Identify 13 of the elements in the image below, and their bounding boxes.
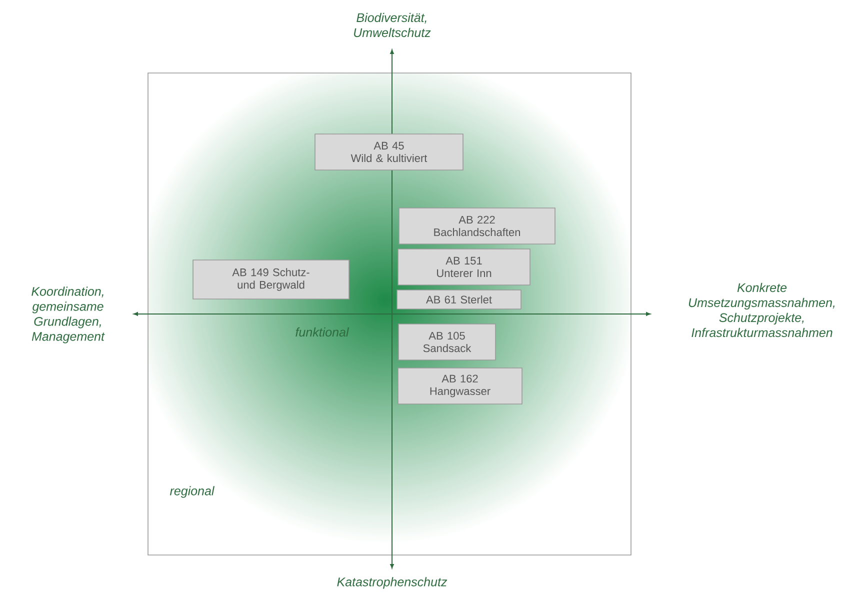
project-box: AB 222 Bachlandschaften xyxy=(398,208,556,244)
project-box: AB 45 Wild & kultiviert xyxy=(314,134,464,170)
project-box: AB 61 Sterlet xyxy=(396,290,522,310)
axis-label: Biodiversität, Umweltschutz xyxy=(354,12,431,38)
project-box: AB 162 Hangwasser xyxy=(398,368,522,404)
project-box: AB 105 Sandsack xyxy=(398,324,496,360)
axis-label: Koordination, gemeinsame Grundlagen, Management xyxy=(32,286,105,344)
axis-label: Katastrophenschutz xyxy=(337,577,448,589)
axis-label: funktional xyxy=(296,327,350,337)
axis-label: Konkrete Umsetzungsmassnahmen, Schutzprojekte, Infrastrukturmassnahmen xyxy=(688,282,835,338)
axis-label: regional xyxy=(170,486,215,498)
project-box: AB 149 Schutz- und Bergwald xyxy=(192,260,350,300)
project-box: AB 151 Unterer Inn xyxy=(398,248,530,286)
